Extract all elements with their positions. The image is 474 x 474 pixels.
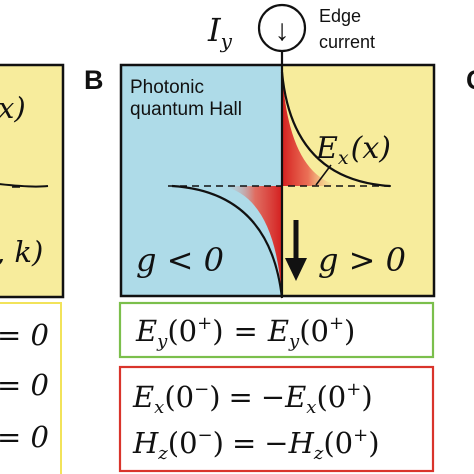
region-left-background bbox=[121, 65, 282, 296]
eq1-lhs-argument: (0 bbox=[164, 380, 194, 414]
panel-label: B bbox=[84, 65, 104, 95]
green-lhs-argument: (0 bbox=[167, 314, 197, 348]
eq2-lhs-subscript: z bbox=[157, 443, 168, 464]
field-label-pointer bbox=[315, 164, 332, 186]
region-left-label-line1: Photonic bbox=[130, 77, 204, 98]
red-box-border bbox=[118, 365, 435, 473]
eq1-rhs-argument: (0 bbox=[316, 380, 346, 414]
green-equation: Ey(0+)=Ey(0+) bbox=[135, 313, 355, 352]
green-lhs-subscript: y bbox=[156, 331, 168, 352]
left-fragment-bottom: , k) bbox=[0, 235, 43, 269]
left-equation-rhs-1: = 0 bbox=[0, 318, 49, 352]
green-rhs-symbol: E bbox=[267, 314, 289, 348]
eq1-rhs-subscript: x bbox=[306, 397, 316, 418]
red-equation-1: Ex(0−)=−Ex(0+) bbox=[132, 379, 373, 418]
field-label: Ex(x) bbox=[315, 131, 391, 169]
left-equation-rhs-3: = 0 bbox=[0, 420, 49, 454]
field-decay-curve-right bbox=[280, 71, 391, 188]
green-rhs-argument: (0 bbox=[299, 314, 329, 348]
field-decay-curve-left bbox=[171, 184, 284, 299]
eq1-rhs-superscript: + bbox=[346, 379, 361, 400]
eq1-lhs-superscript: − bbox=[194, 379, 209, 400]
eq2-lhs-superscript: − bbox=[198, 425, 213, 446]
green-equation-box: Ey(0+)=Ey(0+) bbox=[118, 301, 435, 359]
left-partial-background bbox=[0, 63, 65, 299]
green-lhs-symbol: E bbox=[135, 314, 157, 348]
region-left-label-line2: quantum Hall bbox=[130, 99, 242, 120]
eq2-rhs-symbol: −H bbox=[264, 426, 314, 460]
red-equation-box: Ex(0−)=−Ex(0+) Hz(0−)=−Hz(0+) bbox=[118, 365, 435, 473]
green-rhs-subscript: y bbox=[288, 331, 300, 352]
left-fragment-top: x) bbox=[0, 91, 26, 125]
left-partial-curve bbox=[0, 183, 49, 188]
field-profile-right-fill bbox=[282, 70, 340, 186]
eq1-lhs-symbol: E bbox=[132, 380, 154, 414]
field-label-symbol: E bbox=[315, 131, 338, 166]
eq2-rhs-superscript: + bbox=[353, 425, 368, 446]
field-label-subscript: x bbox=[338, 147, 349, 169]
region-left-condition: g < 0 bbox=[136, 241, 224, 279]
down-arrow-icon: ↓ bbox=[275, 14, 290, 47]
eq1-rhs-symbol: −E bbox=[261, 380, 306, 414]
eq2-rhs-subscript: z bbox=[313, 443, 324, 464]
eq2-rhs-argument: (0 bbox=[323, 426, 353, 460]
partial-right-label: C bbox=[466, 65, 474, 95]
green-box-border bbox=[118, 301, 435, 359]
edge-flow-arrow-icon bbox=[285, 220, 307, 281]
edge-current-label-line2: current bbox=[319, 32, 375, 52]
red-equation-2: Hz(0−)=−Hz(0+) bbox=[132, 425, 380, 464]
svg-text:Ex(x): Ex(x) bbox=[315, 131, 391, 169]
eq2-lhs-argument: (0 bbox=[168, 426, 198, 460]
edge-current-subscript: y bbox=[220, 29, 233, 53]
left-partial-equation-box bbox=[0, 302, 62, 474]
green-lhs-superscript: + bbox=[197, 313, 212, 334]
edge-current-symbol: I bbox=[207, 11, 222, 49]
edge-current: Iy ↓ Edge current bbox=[207, 3, 375, 53]
svg-text:Iy: Iy bbox=[207, 11, 233, 53]
left-equation-rhs-2: = 0 bbox=[0, 368, 49, 402]
green-rhs-superscript: + bbox=[329, 313, 344, 334]
field-label-argument: (x) bbox=[351, 131, 391, 166]
eq1-lhs-subscript: x bbox=[154, 397, 164, 418]
field-profile-left-fill bbox=[222, 186, 282, 300]
main-panel: Photonic quantum Hall Ex(x) g < 0 g > 0 bbox=[119, 45, 436, 300]
region-right-condition: g > 0 bbox=[318, 241, 406, 279]
edge-current-circle bbox=[257, 3, 307, 53]
left-partial-panel: x) , k) = 0 = 0 = 0 bbox=[0, 63, 65, 474]
eq2-lhs-symbol: H bbox=[132, 426, 159, 460]
edge-current-label-line1: Edge bbox=[319, 6, 361, 26]
main-panel-border bbox=[119, 63, 436, 298]
